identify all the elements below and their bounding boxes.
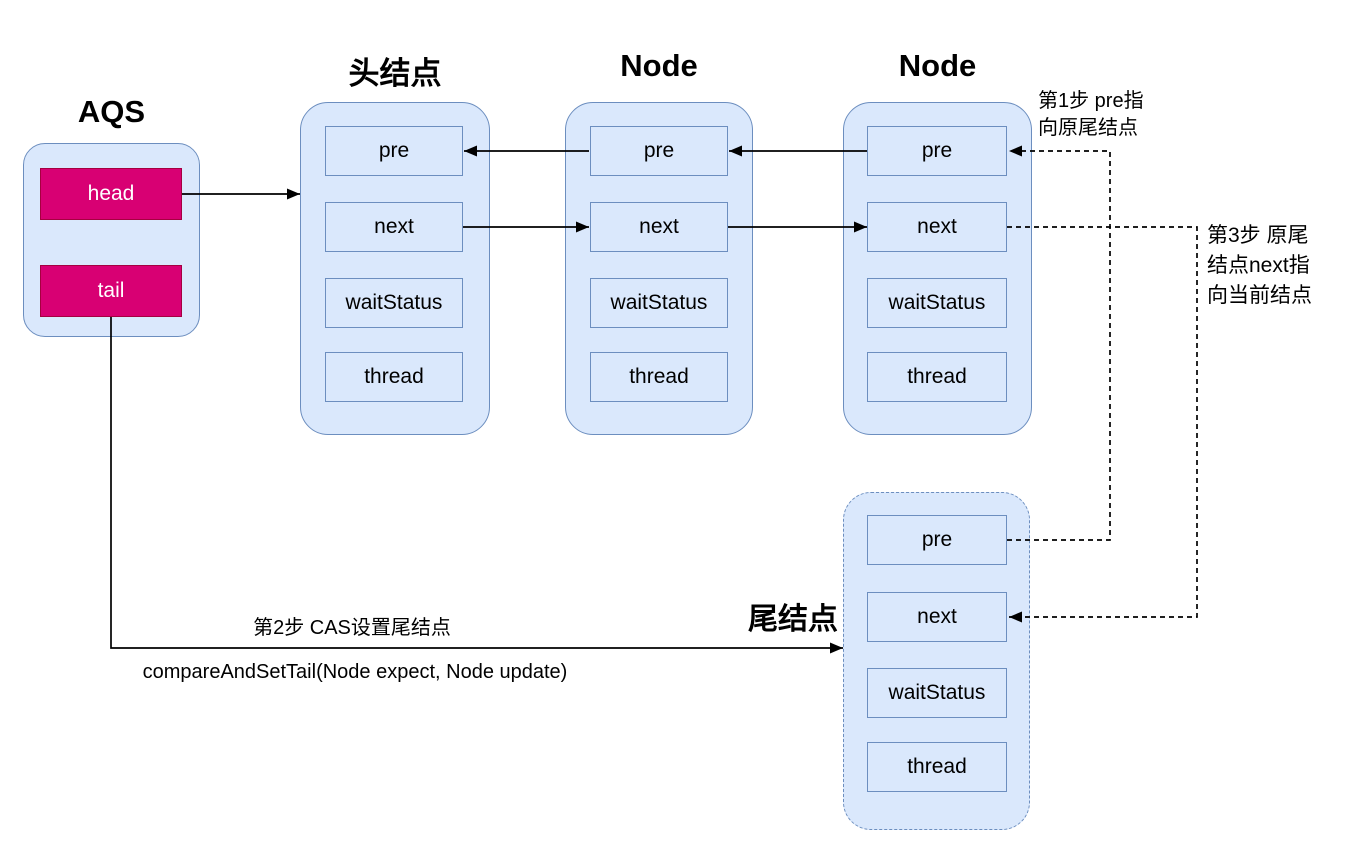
node-3-next-field: next [867,202,1007,252]
step3-annotation-line2: 结点next指 [1207,254,1310,277]
step3-annotation-line3: 向当前结点 [1207,284,1312,307]
node-2-title: Node [620,48,698,83]
node-2-next-field: next [590,202,728,252]
aqs-tail-field: tail [40,265,182,317]
arrow-step3-node3-next-to-tailnode [1007,226,1198,623]
tail-node-next-field: next [867,592,1007,642]
node-3-waitstatus-field: waitStatus [867,278,1007,328]
aqs-head-field: head [40,168,182,220]
step1-annotation-line1: 第1步 pre指 [1038,90,1144,112]
step1-annotation-line2: 向原尾结点 [1038,117,1138,139]
step2-label: 第2步 CAS设置尾结点 [253,617,451,639]
step3-annotation-line1: 第3步 原尾 [1207,224,1309,247]
head-node-waitstatus-field: waitStatus [325,278,463,328]
step3-annotation: 第3步 原尾 结点next指 向当前结点 [1207,221,1346,311]
node-2-waitstatus-field: waitStatus [590,278,728,328]
tail-node-waitstatus-field: waitStatus [867,668,1007,718]
node-2-thread-field: thread [590,352,728,402]
head-node-thread-field: thread [325,352,463,402]
head-node-pre-field: pre [325,126,463,176]
node-3-title: Node [898,48,977,83]
node-3-pre-field: pre [867,126,1007,176]
aqs-title: AQS [77,94,146,129]
node-2-pre-field: pre [590,126,728,176]
tail-node-pre-field: pre [867,515,1007,565]
node-3-thread-field: thread [867,352,1007,402]
tail-node-label: 尾结点 [748,603,838,636]
head-node-next-field: next [325,202,463,252]
step2-code-label: compareAndSetTail(Node expect, Node upda… [142,661,568,683]
tail-node-thread-field: thread [867,742,1007,792]
step1-annotation: 第1步 pre指 向原尾结点 [1038,88,1198,142]
head-node-title: 头结点 [348,56,442,91]
